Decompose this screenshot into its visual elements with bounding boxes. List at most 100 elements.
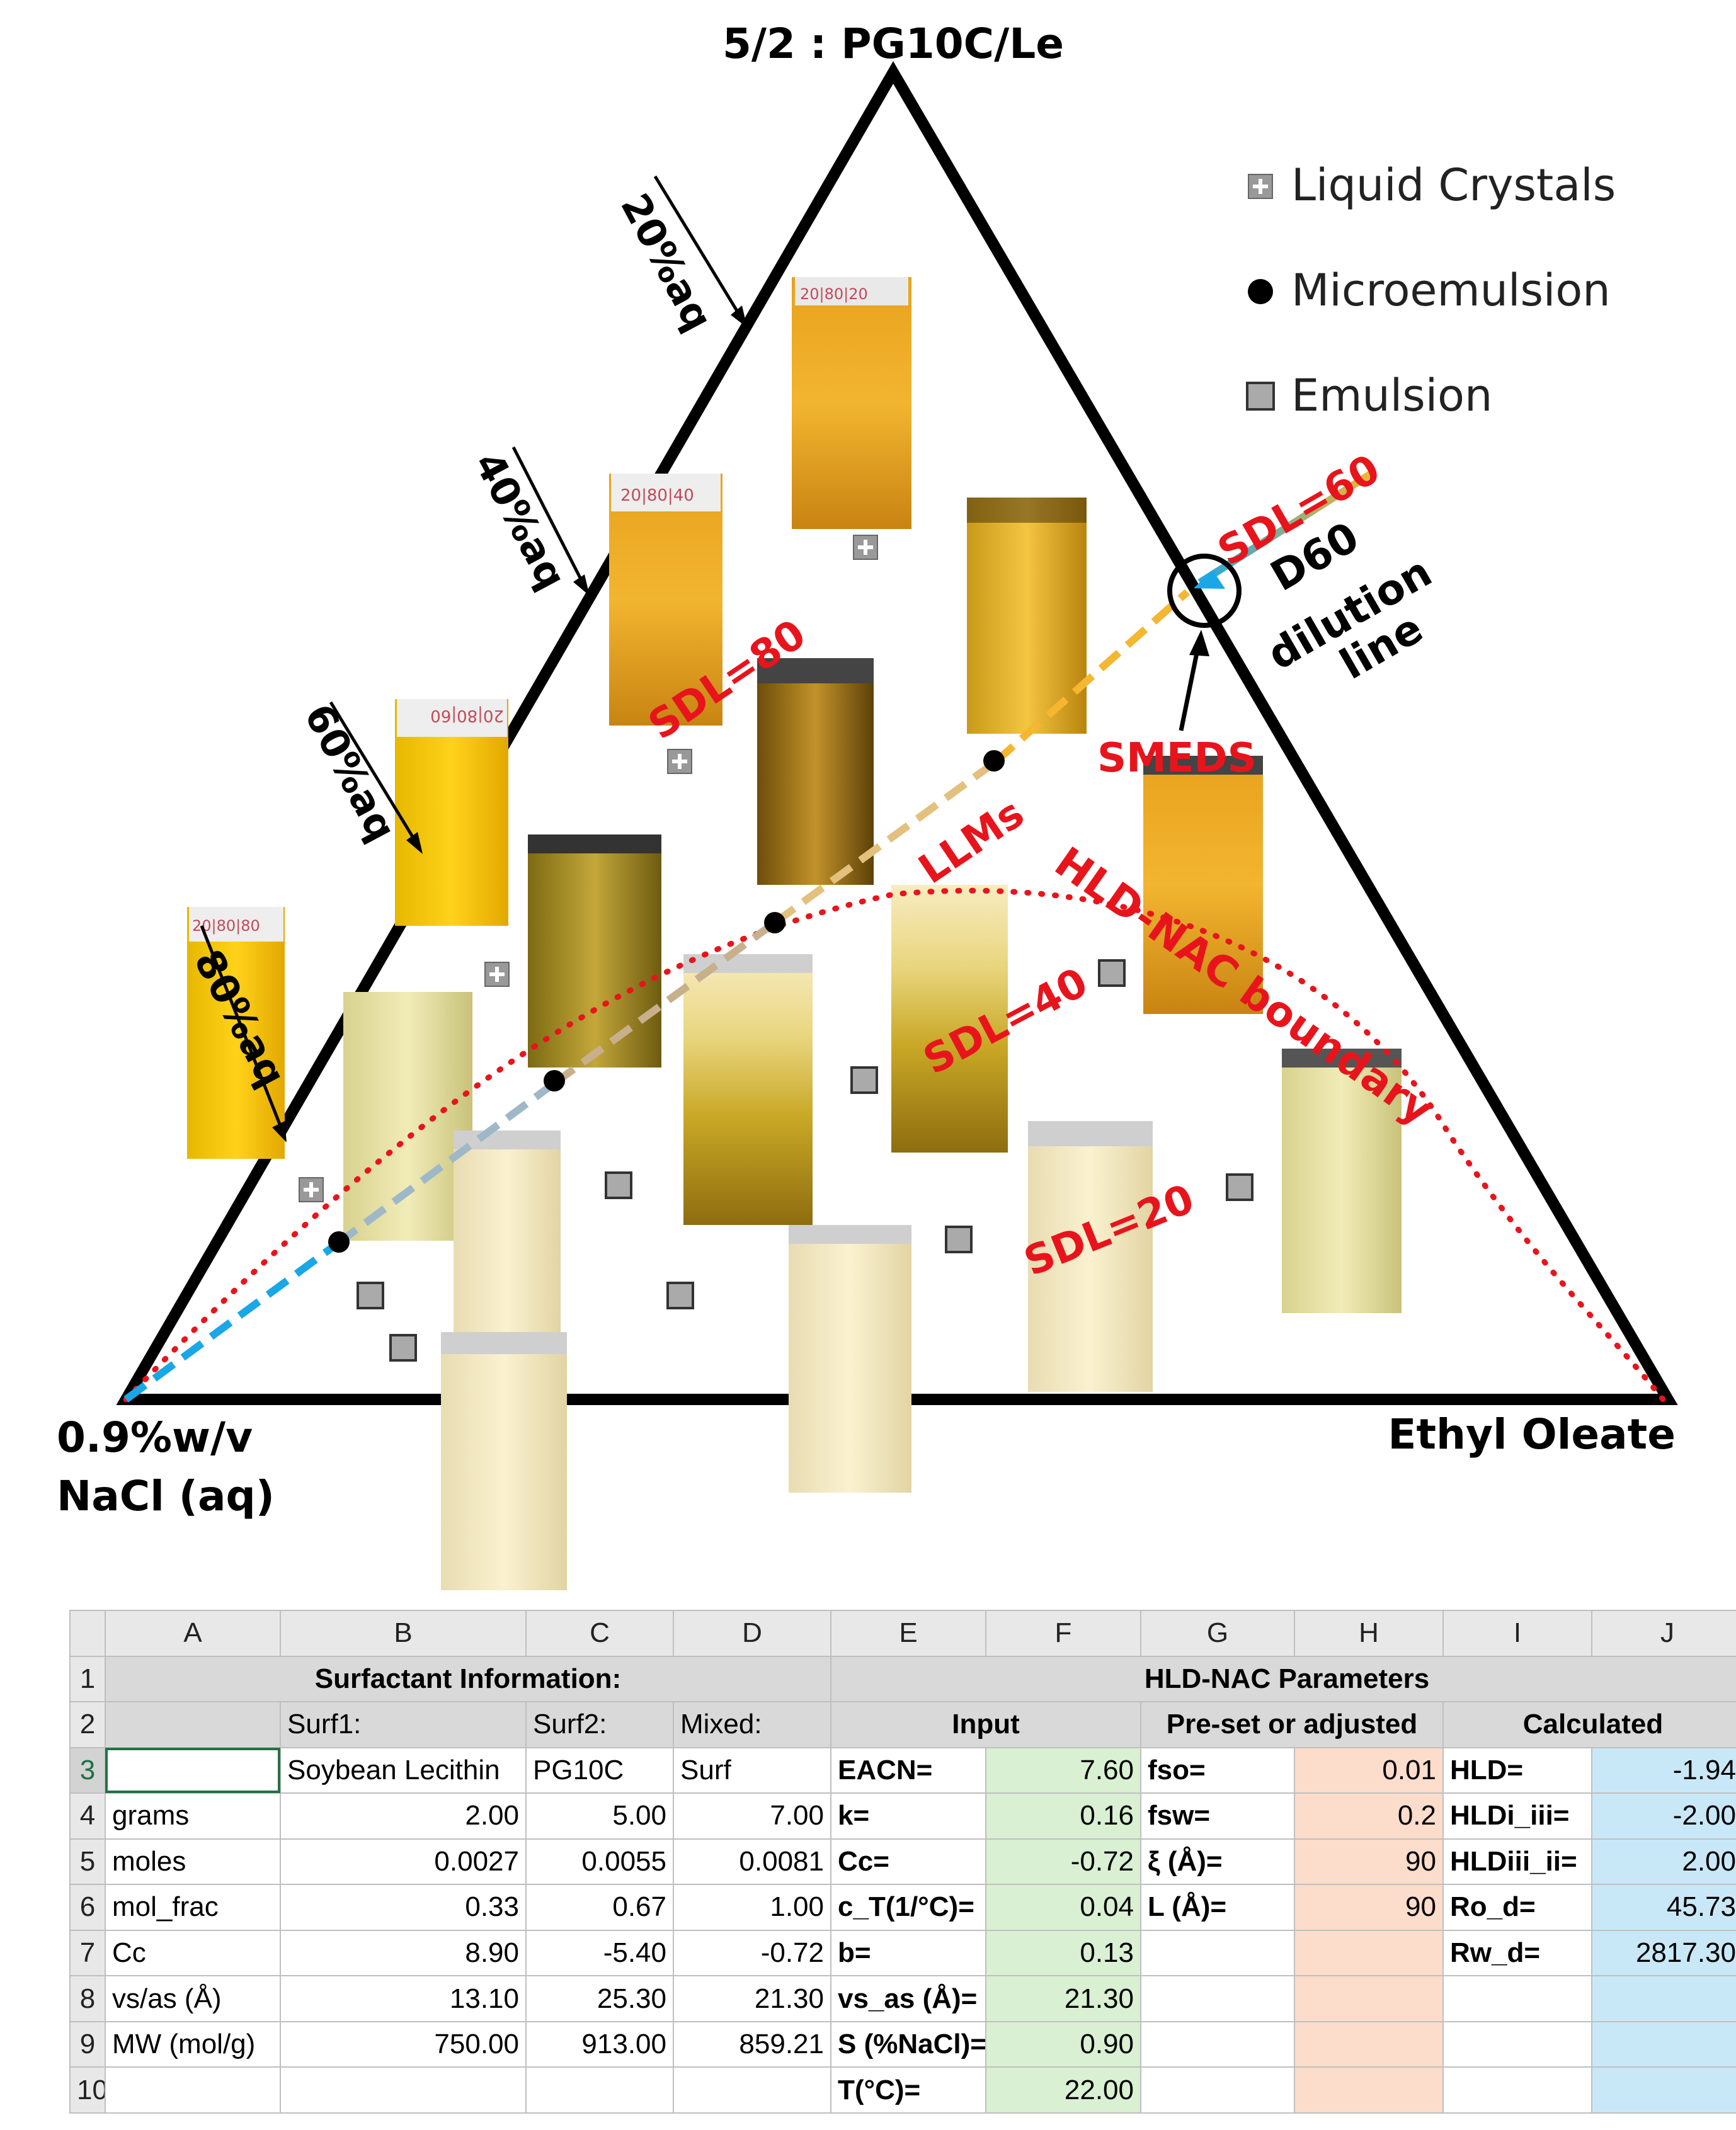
- cell-a2[interactable]: [105, 1701, 281, 1748]
- cell-c9[interactable]: 913.00: [525, 2020, 674, 2068]
- cell-a7[interactable]: Cc: [105, 1929, 281, 1977]
- cell-j10[interactable]: [1591, 2066, 1736, 2114]
- cell-d3[interactable]: Surf: [673, 1746, 831, 1794]
- input-value-k[interactable]: 0.16: [985, 1792, 1141, 1840]
- preset-label-fsw[interactable]: fsw=: [1140, 1792, 1295, 1840]
- input-label-cc[interactable]: Cc=: [830, 1838, 986, 1886]
- calc-label-hld[interactable]: HLD=: [1442, 1746, 1592, 1794]
- input-value-t[interactable]: 22.00: [985, 2066, 1141, 2114]
- cell-b7[interactable]: 8.90: [280, 1929, 527, 1977]
- preset-value-fso[interactable]: 0.01: [1294, 1746, 1444, 1794]
- calc-label-hldiii-ii[interactable]: HLDiii_ii=: [1442, 1838, 1592, 1886]
- input-label-vs-as[interactable]: vs_as (Å)=: [830, 1975, 986, 2022]
- cell-c5[interactable]: 0.0055: [525, 1838, 674, 1886]
- col-header-c[interactable]: C: [525, 1610, 674, 1657]
- preset-value-xi[interactable]: 90: [1294, 1838, 1444, 1886]
- col-header-b[interactable]: B: [280, 1610, 527, 1657]
- cell-g8[interactable]: [1140, 1975, 1295, 2022]
- cell-d10[interactable]: [673, 2066, 831, 2114]
- calculated-header[interactable]: Calculated: [1442, 1701, 1736, 1748]
- cell-b9[interactable]: 750.00: [280, 2020, 527, 2068]
- cell-d9[interactable]: 859.21: [673, 2020, 831, 2068]
- row-header-8[interactable]: 8: [69, 1975, 106, 2022]
- cell-a4[interactable]: grams: [105, 1792, 281, 1840]
- cell-a9[interactable]: MW (mol/g): [105, 2020, 281, 2068]
- preset-header[interactable]: Pre-set or adjusted: [1140, 1701, 1444, 1748]
- select-all-corner[interactable]: [69, 1610, 106, 1657]
- calc-value-ro-d[interactable]: 45.73: [1591, 1884, 1736, 1931]
- cell-c7[interactable]: -5.40: [525, 1929, 674, 1977]
- cell-g9[interactable]: [1140, 2020, 1295, 2068]
- cell-h10[interactable]: [1294, 2066, 1444, 2114]
- input-value-ct[interactable]: 0.04: [985, 1884, 1141, 1931]
- cell-b10[interactable]: [280, 2066, 527, 2114]
- hld-nac-spreadsheet[interactable]: A B C D E F G H I J 1 Surfactant Informa…: [69, 1610, 1736, 2114]
- cell-i10[interactable]: [1442, 2066, 1592, 2114]
- row-header-7[interactable]: 7: [69, 1929, 106, 1977]
- cell-c6[interactable]: 0.67: [525, 1884, 674, 1931]
- cell-b5[interactable]: 0.0027: [280, 1838, 527, 1886]
- col-header-h[interactable]: H: [1294, 1610, 1444, 1657]
- surf2-header[interactable]: Surf2:: [525, 1701, 674, 1748]
- hld-nac-parameters-title[interactable]: HLD-NAC Parameters: [830, 1655, 1736, 1703]
- col-header-a[interactable]: A: [105, 1610, 281, 1657]
- input-value-b[interactable]: 0.13: [985, 1929, 1141, 1977]
- cell-d4[interactable]: 7.00: [673, 1792, 831, 1840]
- row-header-10[interactable]: 10: [69, 2066, 106, 2114]
- calc-value-rw-d[interactable]: 2817.30: [1591, 1929, 1736, 1977]
- col-header-f[interactable]: F: [985, 1610, 1141, 1657]
- cell-a3[interactable]: [105, 1746, 281, 1794]
- cell-b3[interactable]: Soybean Lecithin: [280, 1746, 527, 1794]
- calc-value-hld[interactable]: -1.94: [1591, 1746, 1736, 1794]
- input-value-cc[interactable]: -0.72: [985, 1838, 1141, 1886]
- col-header-i[interactable]: I: [1442, 1610, 1592, 1657]
- row-header-5[interactable]: 5: [69, 1838, 106, 1886]
- row-header-9[interactable]: 9: [69, 2020, 106, 2068]
- col-header-d[interactable]: D: [673, 1610, 831, 1657]
- cell-i9[interactable]: [1442, 2020, 1592, 2068]
- cell-c4[interactable]: 5.00: [525, 1792, 674, 1840]
- col-header-g[interactable]: G: [1140, 1610, 1295, 1657]
- cell-d7[interactable]: -0.72: [673, 1929, 831, 1977]
- cell-g10[interactable]: [1140, 2066, 1295, 2114]
- input-value-vs-as[interactable]: 21.30: [985, 1975, 1141, 2022]
- cell-d8[interactable]: 21.30: [673, 1975, 831, 2022]
- row-header-6[interactable]: 6: [69, 1884, 106, 1931]
- row-header-3[interactable]: 3: [69, 1746, 106, 1794]
- cell-c8[interactable]: 25.30: [525, 1975, 674, 2022]
- preset-label-xi[interactable]: ξ (Å)=: [1140, 1838, 1295, 1886]
- input-value-eacn[interactable]: 7.60: [985, 1746, 1141, 1794]
- col-header-e[interactable]: E: [830, 1610, 986, 1657]
- surf1-header[interactable]: Surf1:: [280, 1701, 527, 1748]
- row-header-2[interactable]: 2: [69, 1701, 106, 1748]
- cell-i8[interactable]: [1442, 1975, 1592, 2022]
- cell-c10[interactable]: [525, 2066, 674, 2114]
- cell-b4[interactable]: 2.00: [280, 1792, 527, 1840]
- calc-value-hldi-iii[interactable]: -2.00: [1591, 1792, 1736, 1840]
- input-label-b[interactable]: b=: [830, 1929, 986, 1977]
- surfactant-info-title[interactable]: Surfactant Information:: [105, 1655, 831, 1703]
- cell-a10[interactable]: [105, 2066, 281, 2114]
- cell-j8[interactable]: [1591, 1975, 1736, 2022]
- calc-label-hldi-iii[interactable]: HLDi_iii=: [1442, 1792, 1592, 1840]
- mixed-header[interactable]: Mixed:: [673, 1701, 831, 1748]
- input-label-ct[interactable]: c_T(1/°C)=: [830, 1884, 986, 1931]
- cell-h7[interactable]: [1294, 1929, 1444, 1977]
- preset-value-fsw[interactable]: 0.2: [1294, 1792, 1444, 1840]
- input-header[interactable]: Input: [830, 1701, 1141, 1748]
- calc-value-hldiii-ii[interactable]: 2.00: [1591, 1838, 1736, 1886]
- cell-a6[interactable]: mol_frac: [105, 1884, 281, 1931]
- cell-d6[interactable]: 1.00: [673, 1884, 831, 1931]
- input-label-s[interactable]: S (%NaCl)=: [830, 2020, 986, 2068]
- input-label-t[interactable]: T(°C)=: [830, 2066, 986, 2114]
- cell-d5[interactable]: 0.0081: [673, 1838, 831, 1886]
- cell-j9[interactable]: [1591, 2020, 1736, 2068]
- row-header-1[interactable]: 1: [69, 1655, 106, 1703]
- cell-g7[interactable]: [1140, 1929, 1295, 1977]
- cell-h9[interactable]: [1294, 2020, 1444, 2068]
- cell-h8[interactable]: [1294, 1975, 1444, 2022]
- input-value-s[interactable]: 0.90: [985, 2020, 1141, 2068]
- preset-label-fso[interactable]: fso=: [1140, 1746, 1295, 1794]
- col-header-j[interactable]: J: [1591, 1610, 1736, 1657]
- cell-b8[interactable]: 13.10: [280, 1975, 527, 2022]
